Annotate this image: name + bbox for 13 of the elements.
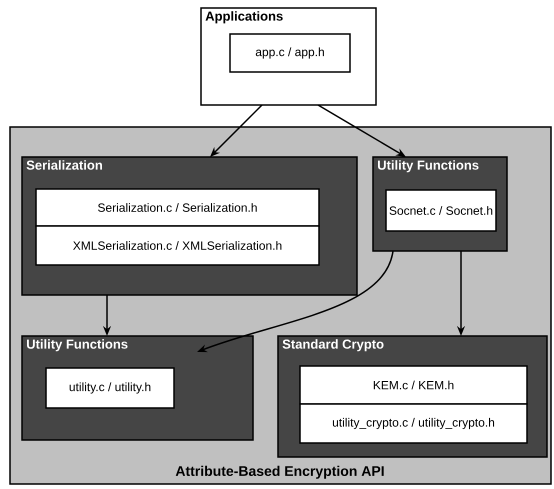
file-box: XMLSerialization.c / XMLSerialization.h	[35, 225, 320, 266]
file-box: Socnet.c / Socnet.h	[385, 189, 497, 232]
heading: Serialization	[26, 160, 102, 170]
file-box: Serialization.c / Serialization.h	[35, 188, 320, 227]
file-box: utility.c / utility.h	[45, 367, 175, 409]
heading: Attribute-Based Encryption API	[176, 466, 384, 479]
heading: Utility Functions	[378, 160, 478, 172]
file-box: utility_crypto.c / utility_crypto.h	[299, 403, 528, 444]
heading: Standard Crypto	[282, 339, 384, 352]
heading: Utility Functions	[27, 339, 128, 352]
heading: Applications	[206, 11, 283, 24]
file-box: KEM.c / KEM.h	[299, 365, 528, 405]
file-box: app.c / app.h	[229, 33, 351, 73]
